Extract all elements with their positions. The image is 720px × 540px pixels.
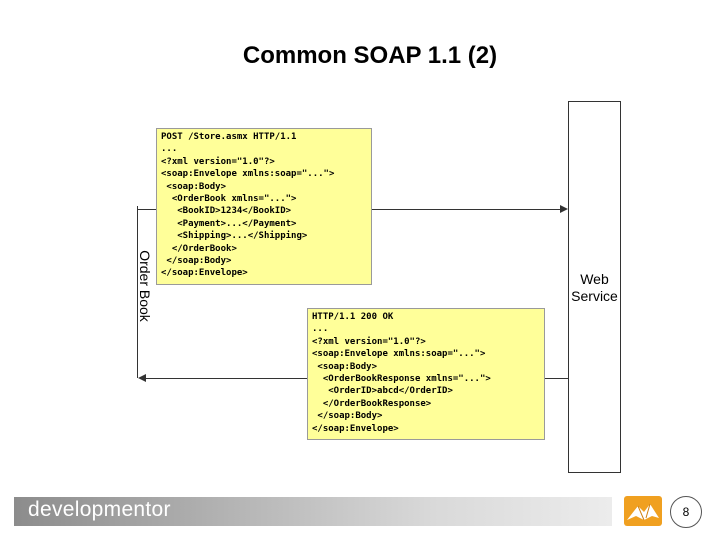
- response-code-line: <OrderID>abcd</OrderID>: [312, 386, 453, 397]
- response-code-line: <soap:Envelope xmlns:soap="...">: [312, 349, 486, 360]
- request-code-line: ...: [161, 144, 178, 155]
- request-code-line: <soap:Envelope xmlns:soap="...">: [161, 169, 335, 180]
- response-code-line: HTTP/1.1 200 OK: [312, 312, 394, 322]
- slide-title: Common SOAP 1.1 (2): [242, 42, 498, 69]
- response-code-line: </soap:Envelope>: [312, 423, 399, 434]
- footer-bar: [14, 497, 612, 526]
- request-code-line: <soap:Body>: [161, 181, 227, 192]
- response-code-line: </soap:Body>: [312, 411, 383, 422]
- request-code-line: POST /Store.asmx HTTP/1.1: [161, 132, 297, 142]
- mountain-logo-icon: [624, 496, 662, 526]
- web-service-label: Web Service: [568, 271, 621, 305]
- response-code-line: <OrderBookResponse xmlns="...">: [312, 374, 491, 385]
- request-arrowhead-icon: [560, 205, 568, 213]
- footer-brand: developmentor: [28, 498, 171, 521]
- response-code-line: <soap:Body>: [312, 361, 378, 372]
- response-code-line: </OrderBookResponse>: [312, 398, 432, 409]
- request-code-line: </soap:Envelope>: [161, 268, 248, 279]
- request-code-line: <?xml version="1.0"?>: [161, 156, 275, 167]
- response-code-line: ...: [312, 324, 329, 335]
- request-code-line: <Payment>...</Payment>: [161, 218, 297, 229]
- web-service-label-line1: Web: [580, 271, 609, 287]
- request-code-line: </soap:Body>: [161, 256, 232, 267]
- client-lifeline: [137, 206, 138, 378]
- page-number: 8: [670, 496, 702, 528]
- order-book-label: Order Book: [137, 250, 153, 322]
- request-code-line: <Shipping>...</Shipping>: [161, 231, 308, 242]
- request-message-box: POST /Store.asmx HTTP/1.1...<?xml versio…: [156, 128, 372, 285]
- request-code-line: <BookID>1234</BookID>: [161, 206, 292, 217]
- response-message-box: HTTP/1.1 200 OK...<?xml version="1.0"?> <…: [307, 308, 545, 440]
- web-service-box: [568, 101, 621, 473]
- request-code-line: <OrderBook xmlns="...">: [161, 194, 297, 205]
- web-service-label-line2: Service: [571, 288, 618, 304]
- request-code-line: </OrderBook>: [161, 243, 237, 254]
- response-arrowhead-icon: [138, 374, 146, 382]
- response-code-line: <?xml version="1.0"?>: [312, 336, 426, 347]
